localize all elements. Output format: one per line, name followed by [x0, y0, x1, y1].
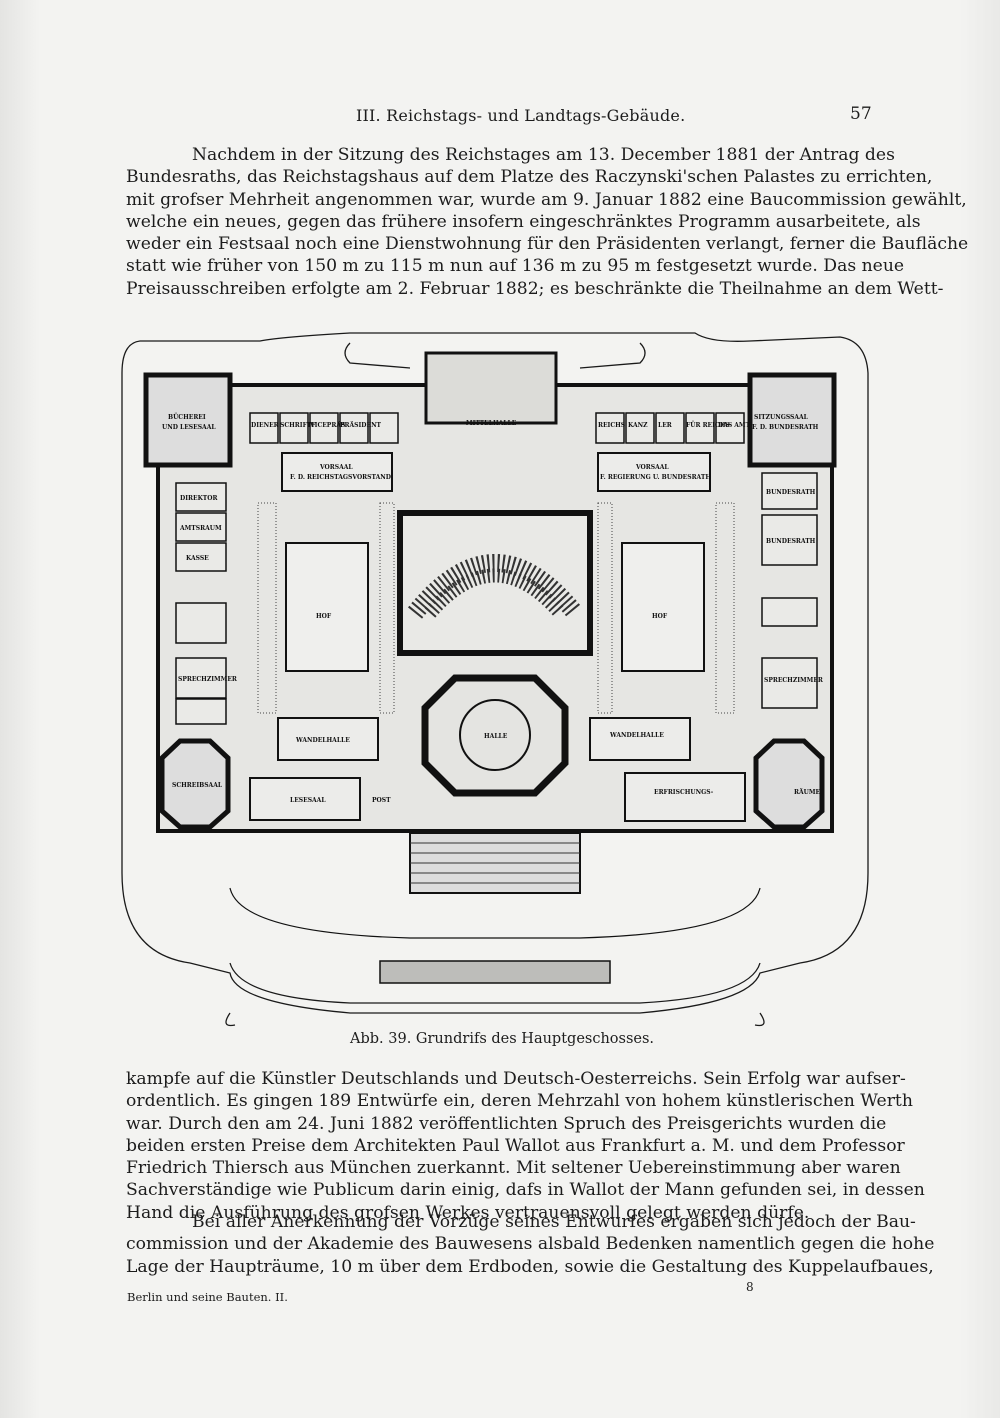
label-post: POST	[372, 797, 391, 804]
text-line: weder ein Festsaal noch eine Dienstwohnu…	[126, 234, 969, 255]
label-bundesrath-1: BUNDESRATH	[766, 489, 816, 496]
page-number: 57	[850, 104, 872, 124]
footer-title: Berlin und seine Bauten. II.	[127, 1290, 288, 1304]
text-line: war. Durch den am 24. Juni 1882 veröffen…	[126, 1113, 887, 1134]
label-fuer-reichs: FÜR REICHS	[686, 422, 730, 429]
text-line: Nachdem in der Sitzung des Reichstages a…	[192, 145, 895, 165]
text-line: Bundesraths, das Reichstagshaus auf dem …	[126, 167, 933, 188]
label-vorsaal-left: VORSAAL	[319, 464, 353, 471]
label-hof-right: HOF	[652, 613, 668, 620]
text-line: Bei aller Anerkennung der Vorzüge seines…	[192, 1212, 916, 1232]
label-direktor: DIREKTOR	[180, 495, 218, 502]
label-bundesrath-2: BUNDESRATH	[766, 538, 816, 545]
text-line: Preisausschreiben erfolgte am 2. Februar…	[126, 278, 944, 299]
label-kasse: KASSE	[186, 555, 209, 562]
label-praesident: PRÄSIDENT	[340, 422, 382, 429]
label-amtsraum: AMTSRAUM	[179, 525, 222, 532]
plan-labels: BÜCHEREI UND LESESAAL DIENER SCHRIFTF VI…	[162, 414, 824, 804]
paragraph-2: kampfe auf die Künstler Deutschlands und…	[126, 1068, 925, 1224]
paragraph-1: Nachdem in der Sitzung des Reichstages a…	[126, 144, 969, 300]
front-steps	[229, 832, 761, 984]
label-halle: HALLE	[484, 733, 508, 740]
signature-mark: 8	[746, 1280, 754, 1294]
label-lesesaal: LESESAAL	[290, 797, 326, 804]
text-line: ordentlich. Es gingen 189 Entwürfe ein, …	[126, 1091, 913, 1112]
site-outline	[121, 332, 869, 1027]
paragraph-3: Bei aller Anerkennung der Vorzüge seines…	[126, 1211, 935, 1278]
label-diener: DIENER	[251, 422, 280, 429]
label-vorsaal-right-2: F. REGIERUNG U. BUNDESRATH	[600, 474, 711, 481]
building-walls	[143, 351, 837, 833]
label-hof-left: HOF	[316, 613, 332, 620]
figure-caption: Abb. 39. Grundrifs des Hauptgeschosses.	[350, 1031, 655, 1047]
floor-plan: BÜCHEREI UND LESESAAL DIENER SCHRIFTF VI…	[121, 332, 869, 1027]
label-sprechzimmer-right: SPRECHZIMMER	[764, 677, 824, 684]
label-wandelhalle-right: WANDELHALLE	[609, 732, 664, 739]
label-sitzungssaal-2: F. D. BUNDESRATH	[752, 424, 819, 431]
text-line: mit grofser Mehrheit angenommen war, wur…	[126, 189, 967, 210]
label-erfrischungs: ERFRISCHUNGS-	[654, 789, 714, 796]
label-lesesaal-top: UND LESESAAL	[162, 424, 216, 431]
label-vicepraes: VICEPRÄS	[309, 422, 345, 429]
label-buecherei: BÜCHEREI	[168, 414, 206, 421]
text-line: Hand die Ausführung des grofsen Werkes v…	[126, 1202, 810, 1223]
label-das-amt: DAS AMT	[718, 422, 751, 429]
label-raeume: RÄUME	[794, 789, 821, 796]
text-line: welche ein neues, gegen das frühere inso…	[126, 211, 921, 232]
text-line: kampfe auf die Künstler Deutschlands und…	[126, 1069, 906, 1089]
label-mittelhalle: MITTELHALLE	[466, 420, 517, 427]
text-line: statt wie früher von 150 m zu 115 m nun …	[126, 256, 905, 277]
label-kanz: KANZ	[628, 422, 648, 429]
text-line: Friedrich Thiersch aus München zuerkannt…	[126, 1158, 901, 1179]
label-wandelhalle-left: WANDELHALLE	[295, 737, 350, 744]
label-vorsaal-right: VORSAAL	[635, 464, 669, 471]
text-line: commission und der Akademie des Bauwesen…	[126, 1234, 935, 1255]
label-sprechzimmer-left: SPRECHZIMMER	[178, 676, 238, 683]
label-ler: LER	[658, 422, 673, 429]
running-head: III. Reichstags- und Landtags-Gebäude.	[356, 106, 686, 125]
label-sitzungssaal: SITZUNGSSAAL	[754, 414, 809, 421]
label-vorsaal-left-2: F. D. REICHSTAGSVORSTAND	[290, 474, 391, 481]
label-schreibsaal: SCHREIBSAAL	[172, 782, 223, 789]
text-line: Sachverständige wie Publicum darin einig…	[126, 1180, 925, 1201]
text-line: beiden ersten Preise dem Architekten Pau…	[126, 1135, 905, 1156]
text-line: Lage der Haupträume, 10 m über dem Erdbo…	[126, 1256, 934, 1277]
label-schriftf: SCHRIFTF	[280, 422, 316, 429]
label-reichs: REICHS	[598, 422, 625, 429]
